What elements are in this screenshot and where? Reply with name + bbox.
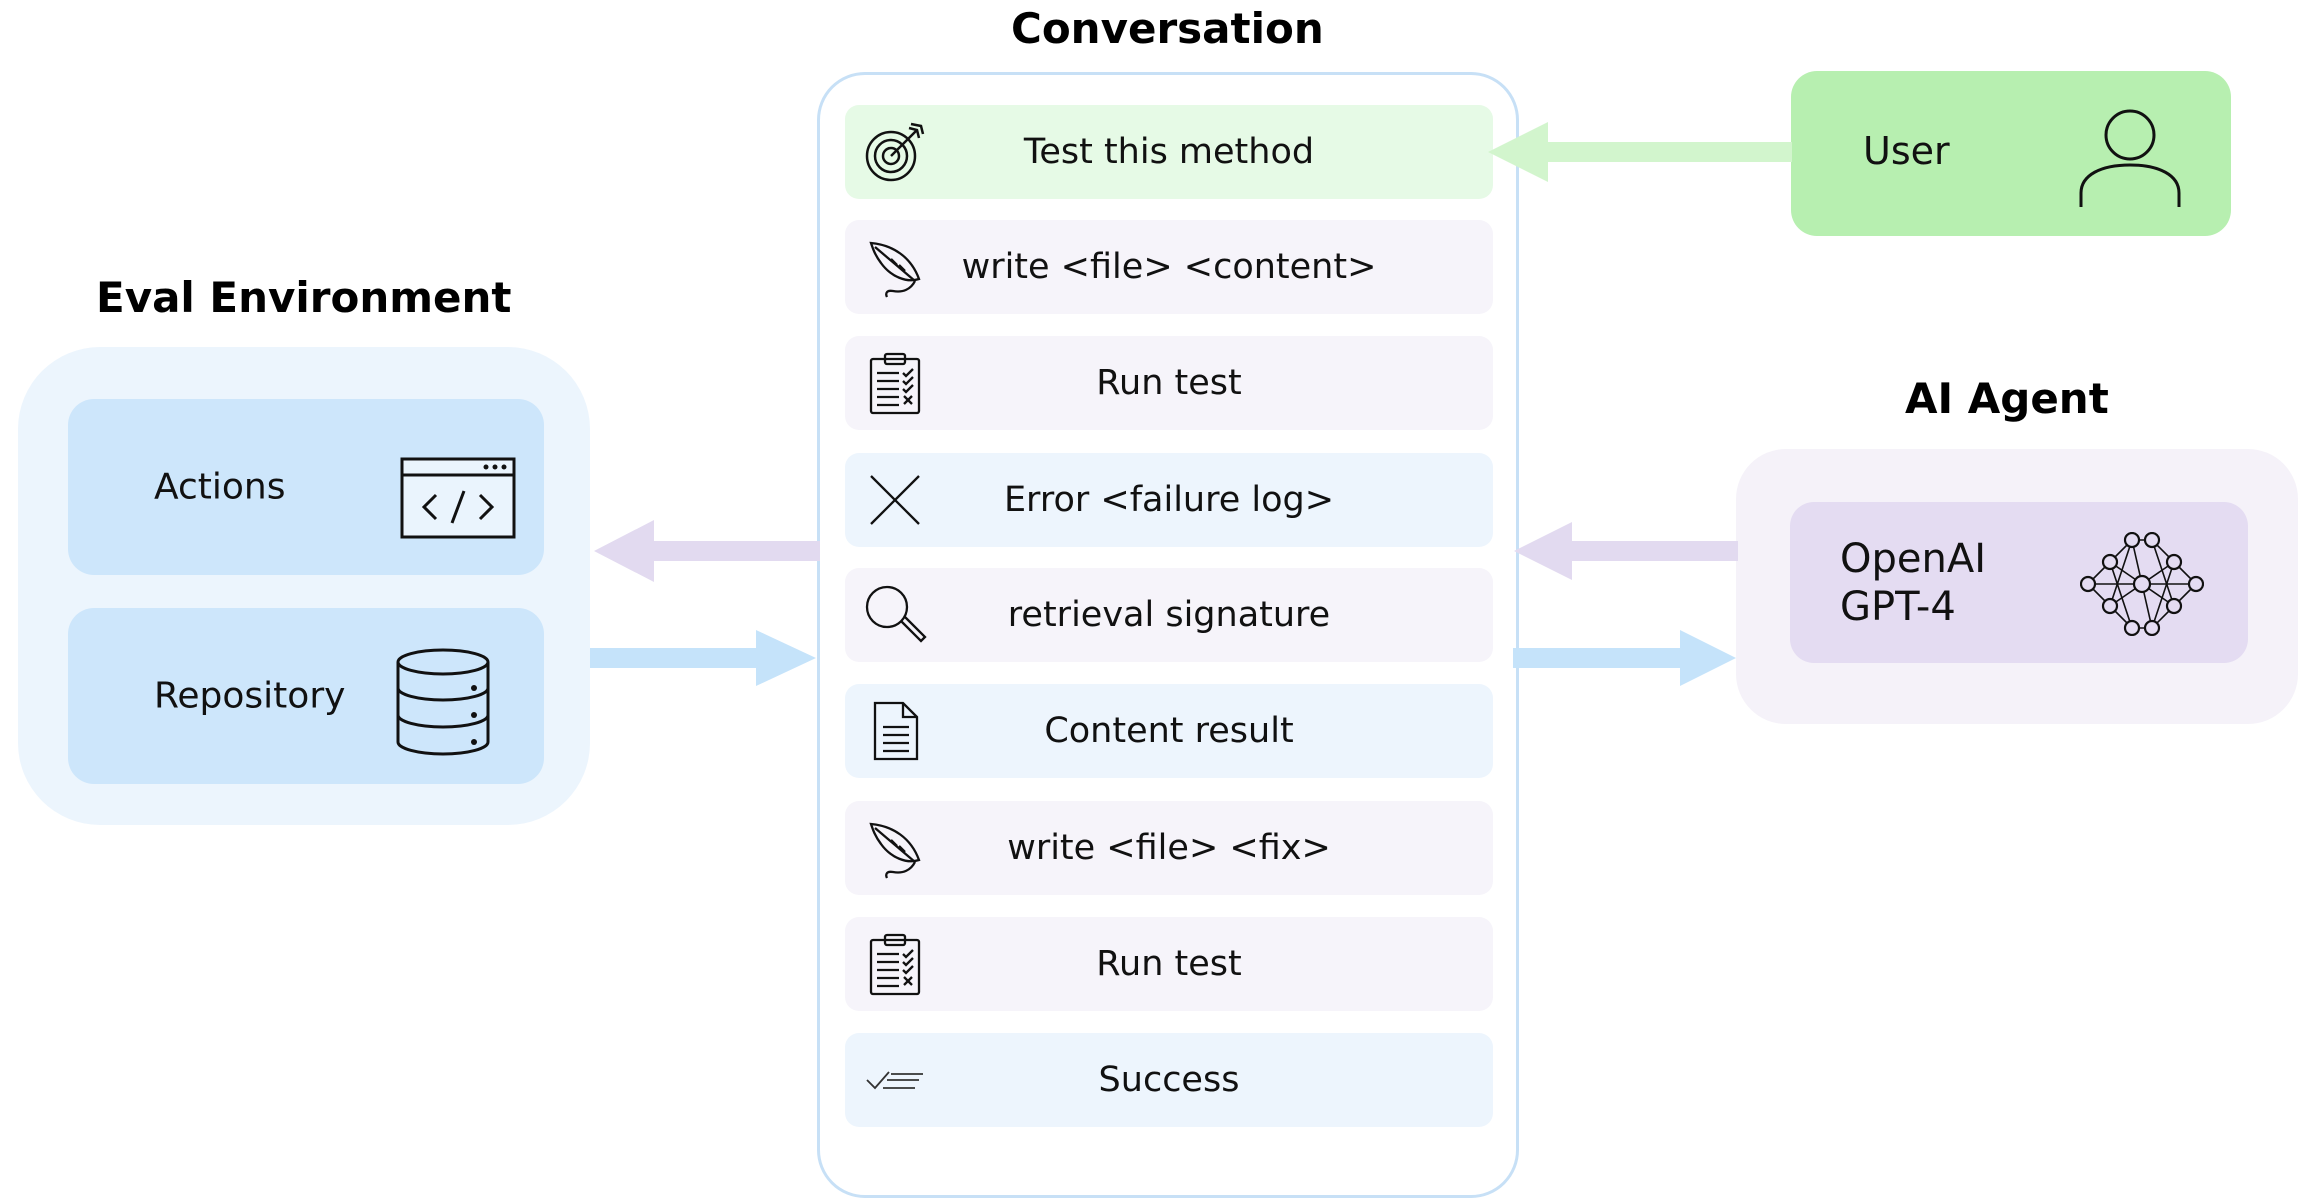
message-retrieval-signature: retrieval signature — [845, 568, 1493, 662]
ai-agent-panel: OpenAI GPT-4 — [1736, 449, 2298, 724]
code-window-icon — [400, 457, 516, 543]
agent-name-line1: OpenAI — [1840, 536, 1986, 582]
database-icon — [394, 648, 492, 762]
eval-environment-title: Eval Environment — [96, 273, 512, 322]
message-content-result: Content result — [845, 684, 1493, 778]
conversation-panel: Test this method write <file> <content> — [817, 72, 1519, 1198]
clipboard-checklist-icon — [863, 932, 927, 996]
message-label: Run test — [1096, 944, 1242, 984]
message-label: Test this method — [1023, 132, 1315, 172]
feather-icon — [863, 235, 927, 299]
x-icon — [863, 468, 927, 532]
message-label: Run test — [1096, 363, 1242, 403]
gpt4-card: OpenAI GPT-4 — [1790, 502, 2248, 663]
target-icon — [863, 120, 927, 184]
eval-to-conversation-arrow — [590, 630, 816, 686]
message-label: write <file> <content> — [961, 247, 1377, 287]
flow-arrows — [590, 122, 1792, 686]
message-run-test: Run test — [845, 336, 1493, 430]
feather-icon — [863, 816, 927, 880]
checklist-icon — [863, 1048, 927, 1112]
clipboard-checklist-icon — [863, 351, 927, 415]
eval-environment-panel: Actions Repository — [18, 347, 590, 825]
person-icon — [2077, 109, 2183, 213]
message-write-file-fix: write <file> <fix> — [845, 801, 1493, 895]
message-label: Content result — [1044, 711, 1294, 751]
message-write-file-content: write <file> <content> — [845, 220, 1493, 314]
message-test-this-method: Test this method — [845, 105, 1493, 199]
message-label: write <file> <fix> — [1007, 828, 1331, 868]
message-label: Error <failure log> — [1003, 480, 1335, 520]
message-success: Success — [845, 1033, 1493, 1127]
agent-name-line2: GPT-4 — [1840, 584, 1956, 630]
agent-to-conversation-arrow — [1514, 522, 1738, 580]
ai-agent-title: AI Agent — [1905, 374, 2109, 423]
neural-network-icon — [2079, 531, 2205, 640]
message-run-test-2: Run test — [845, 917, 1493, 1011]
actions-label: Actions — [154, 466, 286, 508]
message-label: retrieval signature — [1007, 595, 1331, 635]
conversation-to-agent-arrow — [1513, 630, 1736, 686]
document-icon — [863, 699, 927, 763]
repository-card: Repository — [68, 608, 544, 784]
conversation-title: Conversation — [1011, 4, 1324, 53]
message-error-failure-log: Error <failure log> — [845, 453, 1493, 547]
actions-card: Actions — [68, 399, 544, 575]
message-label: Success — [1098, 1060, 1240, 1100]
user-label: User — [1863, 129, 1950, 173]
magnifier-icon — [863, 583, 927, 647]
repository-label: Repository — [154, 675, 346, 717]
user-to-conversation-arrow — [1488, 122, 1792, 182]
conversation-to-eval-arrow — [594, 520, 820, 582]
user-panel: User — [1791, 71, 2231, 236]
